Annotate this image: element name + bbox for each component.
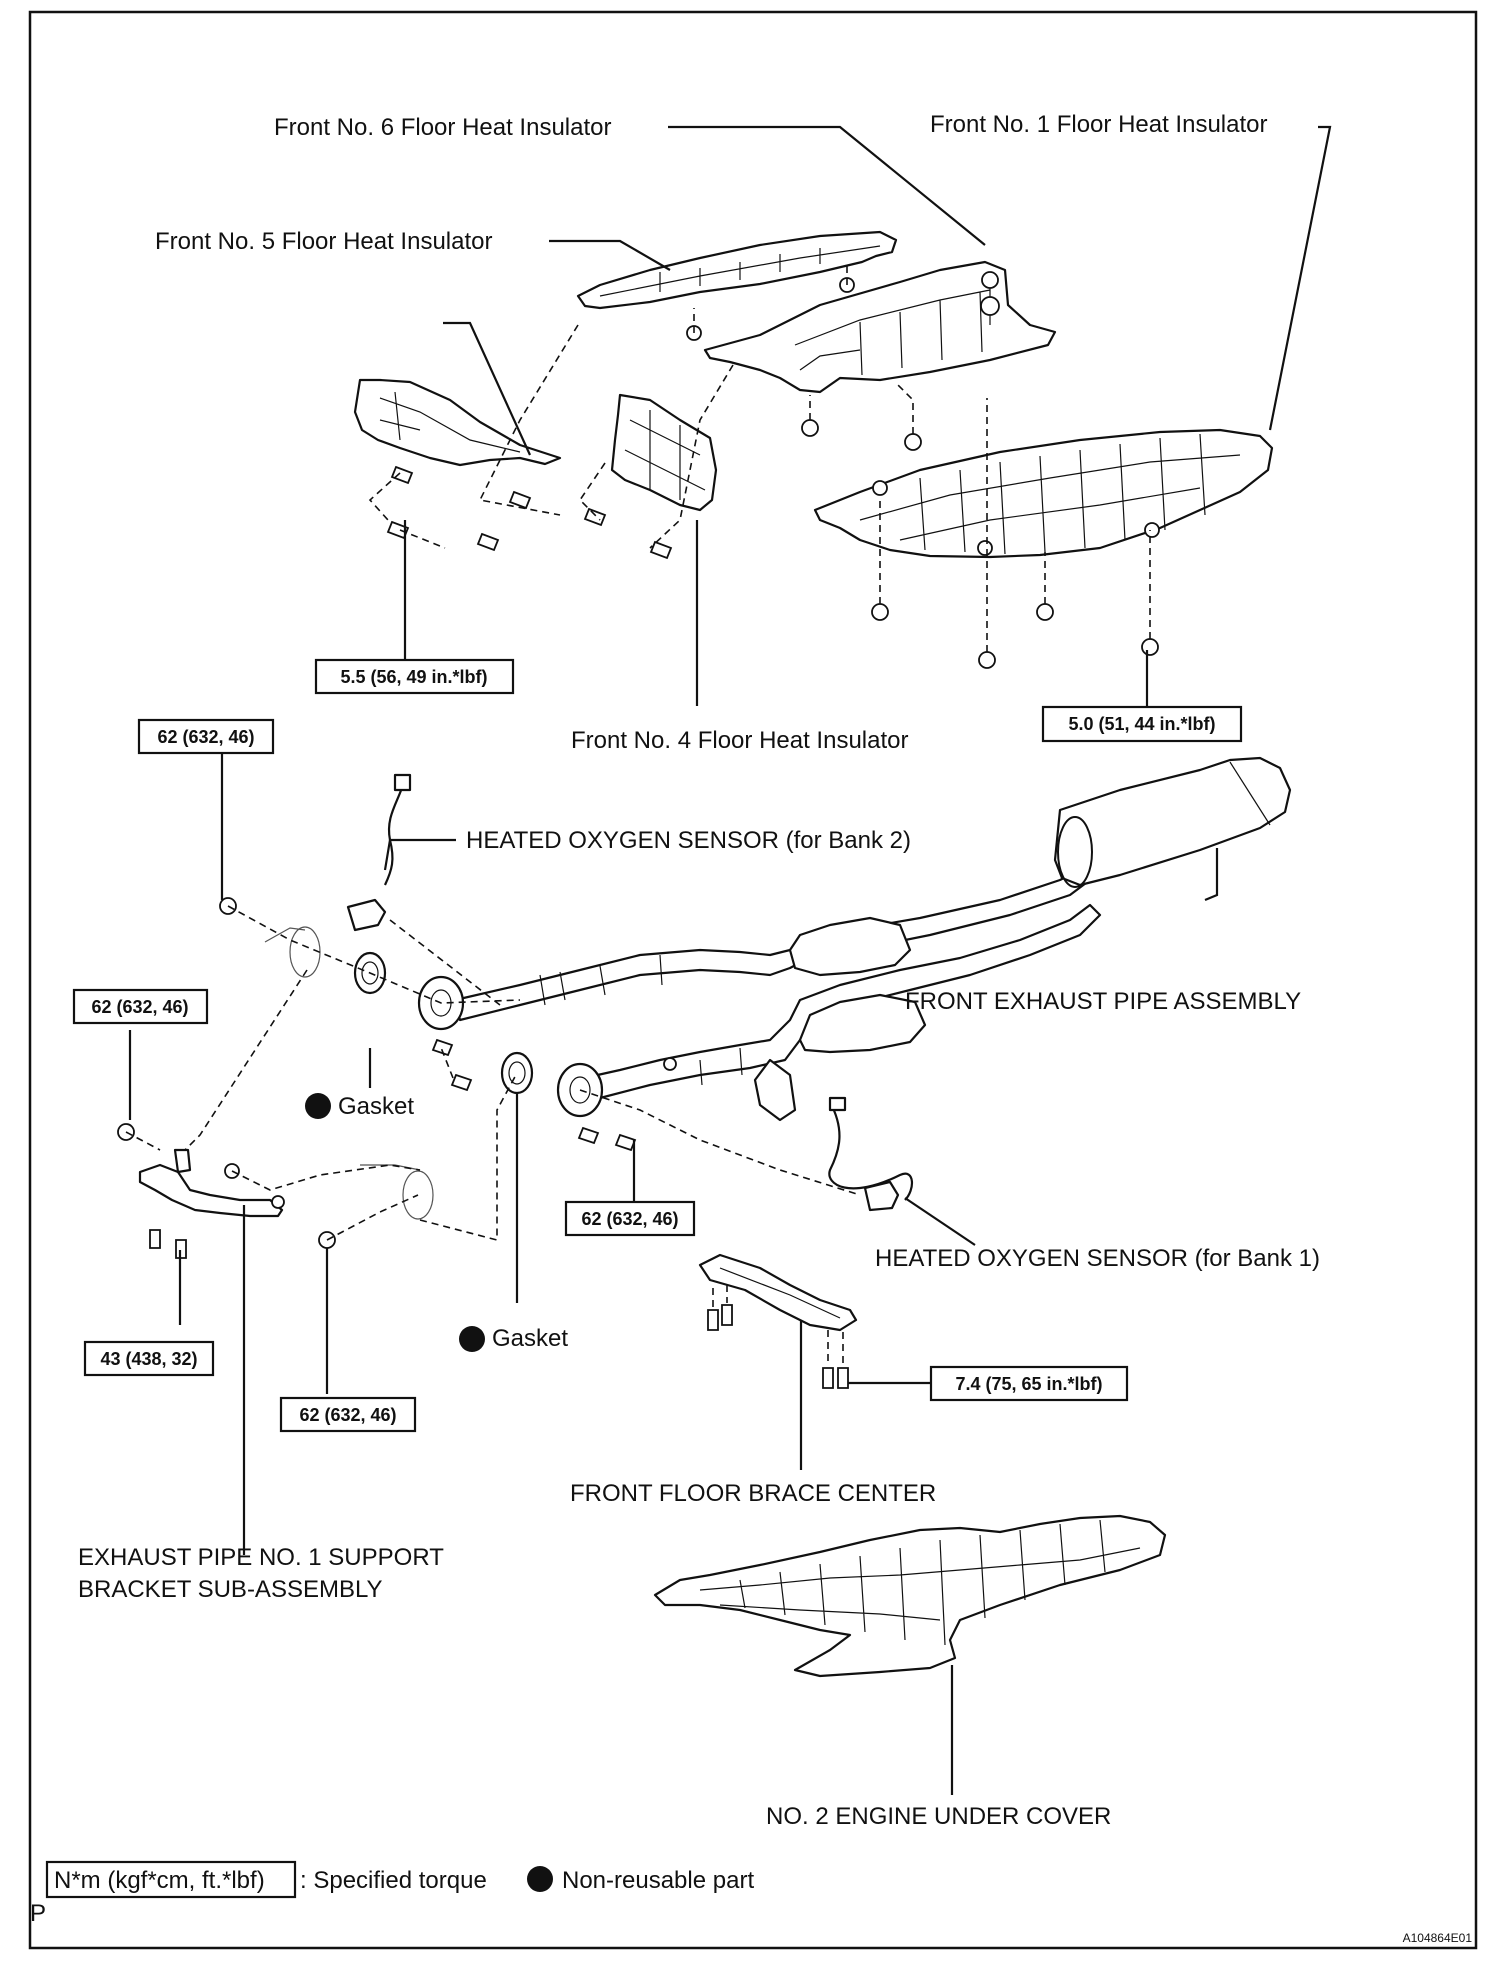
front-no1-insulator-lower xyxy=(813,428,1274,559)
figure-frame xyxy=(28,10,1478,1950)
insulator-nuts xyxy=(686,277,1159,669)
torque-insulator-left: 5.5 (56, 49 in.*lbf) xyxy=(340,667,487,687)
front-no4-insulator xyxy=(610,393,718,512)
figure-id: A104864E01 xyxy=(1403,1931,1473,1945)
no2-engine-under-cover xyxy=(653,1514,1167,1678)
nonreusable-markers xyxy=(305,1093,485,1352)
label-oxygen-sensor-bank1: HEATED OXYGEN SENSOR (for Bank 1) xyxy=(875,1245,1320,1272)
corner-mark: P xyxy=(30,1900,46,1927)
front-no1-insulator-upper xyxy=(703,260,1057,394)
nonreusable-marker-lower xyxy=(459,1326,485,1352)
front-exhaust-pipe-assembly xyxy=(417,756,1292,1122)
torque-boxes: 5.5 (56, 49 in.*lbf) 5.0 (51, 44 in.*lbf… xyxy=(72,658,1243,1433)
label-front-exhaust-pipe: FRONT EXHAUST PIPE ASSEMBLY xyxy=(905,988,1301,1015)
torque-nut-mid: 62 (632, 46) xyxy=(91,997,188,1017)
pipe-dashed-guides xyxy=(125,905,861,1242)
exhaust-pipe-support-bracket xyxy=(138,1148,285,1218)
part-labels: Front No. 6 Floor Heat Insulator Front N… xyxy=(78,111,1320,1830)
gasket-lower xyxy=(500,1051,534,1095)
insulator-dashed-guides xyxy=(368,262,1151,652)
torque-insulator-right: 5.0 (51, 44 in.*lbf) xyxy=(1068,714,1215,734)
torque-bracket-bolt: 43 (438, 32) xyxy=(100,1349,197,1369)
legend: N*m (kgf*cm, ft.*lbf) : Specified torque… xyxy=(45,1860,754,1899)
label-gasket-lower: Gasket xyxy=(492,1325,568,1352)
label-oxygen-sensor-bank2: HEATED OXYGEN SENSOR (for Bank 2) xyxy=(466,827,911,854)
front-floor-brace-center xyxy=(698,1253,858,1389)
manifold-outline-upper xyxy=(264,926,321,978)
legend-torque-box xyxy=(45,1860,297,1899)
legend-unit: N*m (kgf*cm, ft.*lbf) xyxy=(54,1867,265,1894)
label-front-no1-insulator: Front No. 1 Floor Heat Insulator xyxy=(930,111,1267,138)
label-support-bracket-line1: EXHAUST PIPE NO. 1 SUPPORT xyxy=(78,1544,444,1571)
manifold-outline-lower xyxy=(360,1164,434,1220)
pipe-fasteners xyxy=(117,897,637,1259)
torque-nut-bottom: 62 (632, 46) xyxy=(299,1405,396,1425)
oxygen-sensor-bank1 xyxy=(828,1096,913,1212)
label-floor-brace: FRONT FLOOR BRACE CENTER xyxy=(570,1480,936,1507)
legend-nonreusable-text: Non-reusable part xyxy=(562,1867,754,1894)
label-gasket-upper: Gasket xyxy=(338,1093,414,1120)
label-front-no4-insulator: Front No. 4 Floor Heat Insulator xyxy=(571,727,908,754)
oxygen-sensor-bank2 xyxy=(346,773,412,932)
label-front-no5-insulator: Front No. 5 Floor Heat Insulator xyxy=(155,228,492,255)
torque-brace-bolt: 7.4 (75, 65 in.*lbf) xyxy=(955,1374,1102,1394)
legend-torque-text: : Specified torque xyxy=(300,1867,487,1894)
torque-pipe-bolt: 62 (632, 46) xyxy=(581,1209,678,1229)
label-front-no6-insulator: Front No. 6 Floor Heat Insulator xyxy=(274,114,611,141)
leader-lines xyxy=(128,125,1332,1795)
label-under-cover: NO. 2 ENGINE UNDER COVER xyxy=(766,1803,1111,1830)
torque-nut-top: 62 (632, 46) xyxy=(157,727,254,747)
nonreusable-marker-upper xyxy=(305,1093,331,1119)
legend-nonreusable-marker xyxy=(527,1866,553,1892)
label-support-bracket-line2: BRACKET SUB-ASSEMBLY xyxy=(78,1576,383,1603)
insulator-bolts xyxy=(386,465,673,560)
front-no6-insulator xyxy=(576,230,898,310)
